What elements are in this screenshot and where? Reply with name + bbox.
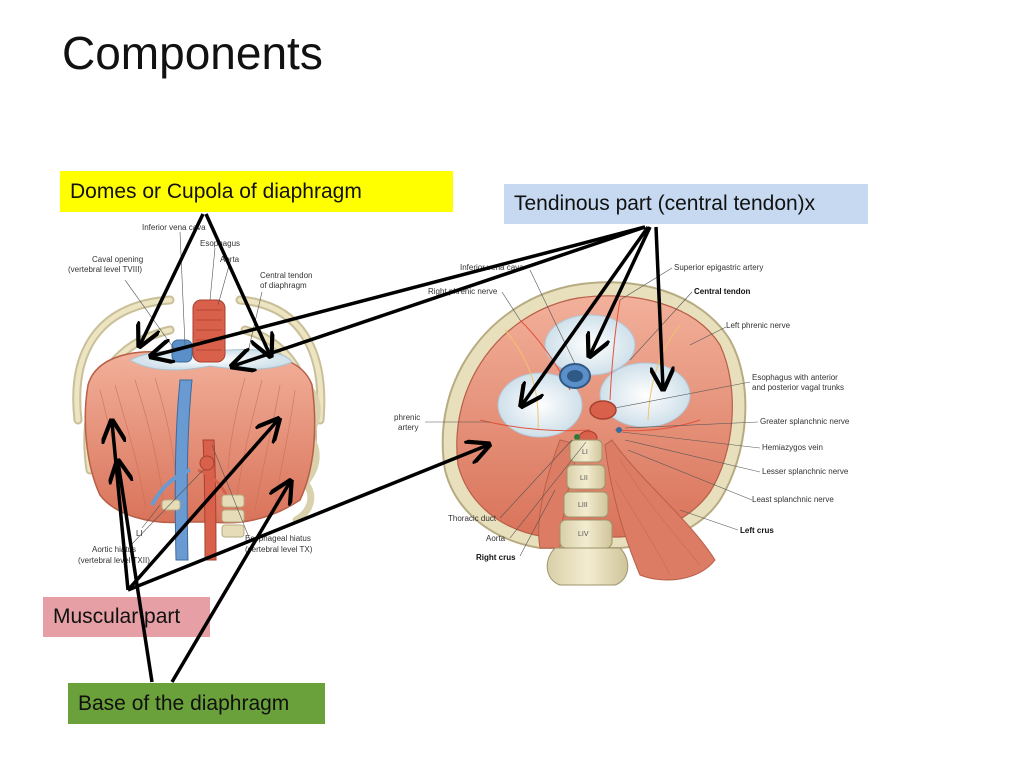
label-inferior-vena-cava-right: Inferior vena cava	[460, 263, 524, 272]
label-li-right: LI	[582, 449, 588, 456]
muscular-label: Muscular part	[53, 605, 181, 628]
label-caval-opening-2: (vertebral level TVIII)	[68, 265, 142, 274]
label-aorta-right: Aorta	[486, 534, 506, 543]
label-esophageal-hiatus-2: (vertebral level TX)	[245, 545, 313, 554]
left-diaphragm-figure: Inferior vena cava Esophagus Aorta Caval…	[68, 223, 326, 565]
label-esophageal-hiatus-1: Esophageal hiatus	[245, 534, 311, 543]
label-left-phrenic-nerve: Left phrenic nerve	[726, 321, 791, 330]
domes-label-box: Domes or Cupola of diaphragm	[60, 171, 453, 212]
label-left-crus: Left crus	[740, 526, 774, 535]
label-caval-opening-1: Caval opening	[92, 255, 143, 264]
label-phrenic-artery-1: phrenic	[394, 413, 420, 422]
right-diaphragm-figure: LI LII LIII LIV Inferior vena cava Super…	[394, 263, 850, 586]
label-aortic-hiatus-1: Aortic hiatus	[92, 545, 136, 554]
label-inferior-vena-cava-left: Inferior vena cava	[142, 223, 206, 232]
label-esophagus-left: Esophagus	[200, 239, 240, 248]
label-liv: LIV	[578, 531, 589, 538]
label-lii: LII	[580, 475, 588, 482]
tendinous-label: Tendinous part (central tendon)x	[514, 192, 816, 215]
label-least-splanchnic: Least splanchnic nerve	[752, 495, 834, 504]
label-liii: LIII	[578, 502, 588, 509]
label-esophagus-vagal-1: Esophagus with anterior	[752, 373, 838, 382]
muscular-label-box: Muscular part	[43, 597, 210, 637]
label-li-left: LI	[136, 529, 143, 538]
label-lesser-splanchnic: Lesser splanchnic nerve	[762, 467, 849, 476]
label-central-tendon-right: Central tendon	[694, 287, 751, 296]
label-aortic-hiatus-2: (vertebral level TXII)	[78, 556, 150, 565]
base-label: Base of the diaphragm	[78, 691, 290, 715]
label-superior-epigastric-artery: Superior epigastric artery	[674, 263, 763, 272]
label-aorta-left: Aorta	[220, 255, 240, 264]
label-right-crus: Right crus	[476, 553, 516, 562]
base-label-box: Base of the diaphragm	[68, 683, 325, 724]
label-central-tendon-left-1: Central tendon	[260, 271, 312, 280]
label-central-tendon-left-2: of diaphragm	[260, 281, 307, 290]
tendinous-label-box: Tendinous part (central tendon)x	[504, 184, 868, 224]
domes-label: Domes or Cupola of diaphragm	[70, 179, 362, 203]
label-phrenic-artery-2: artery	[398, 423, 418, 432]
label-esophagus-vagal-2: and posterior vagal trunks	[752, 383, 844, 392]
label-greater-splanchnic: Greater splanchnic nerve	[760, 417, 850, 426]
label-hemiazygos: Hemiazygos vein	[762, 443, 823, 452]
label-thoracic-duct: Thoracic duct	[448, 514, 497, 523]
label-right-phrenic-nerve: Right phrenic nerve	[428, 287, 498, 296]
slide-title: Components	[62, 27, 323, 79]
